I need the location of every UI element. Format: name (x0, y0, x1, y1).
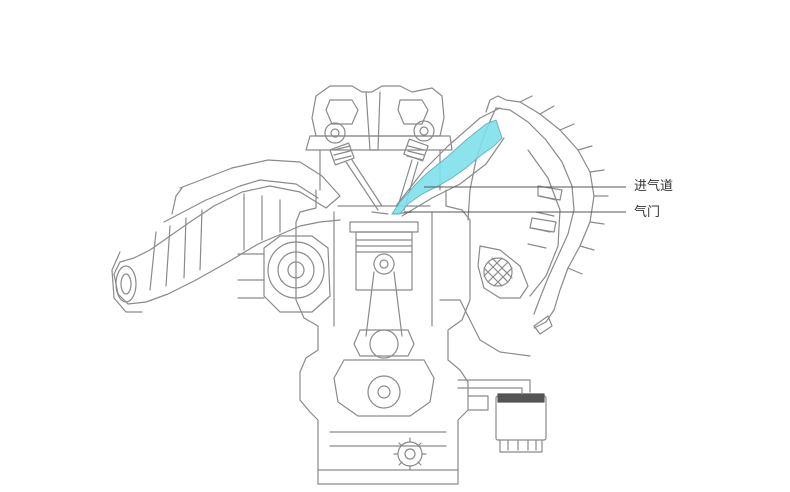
exhaust-manifold (111, 159, 341, 313)
connecting-rod (353, 271, 415, 359)
cylinder-head (305, 85, 453, 191)
chain-guide (477, 149, 563, 299)
oil-filter (495, 393, 547, 453)
callout-intake-valve: 气门 (634, 205, 661, 220)
oil-pump-sprocket (483, 257, 513, 287)
engine-block (295, 189, 471, 485)
valve-springs (329, 138, 429, 166)
crankshaft (333, 359, 435, 417)
water-pump (237, 235, 331, 313)
oil-passages (439, 299, 553, 411)
callout-intake-port: 进气道 (634, 179, 674, 194)
camshafts (324, 120, 435, 144)
intake-manifold (395, 107, 505, 217)
intake-port-highlight (391, 119, 503, 215)
oil-pump-gear (393, 437, 427, 471)
piston (355, 231, 413, 291)
